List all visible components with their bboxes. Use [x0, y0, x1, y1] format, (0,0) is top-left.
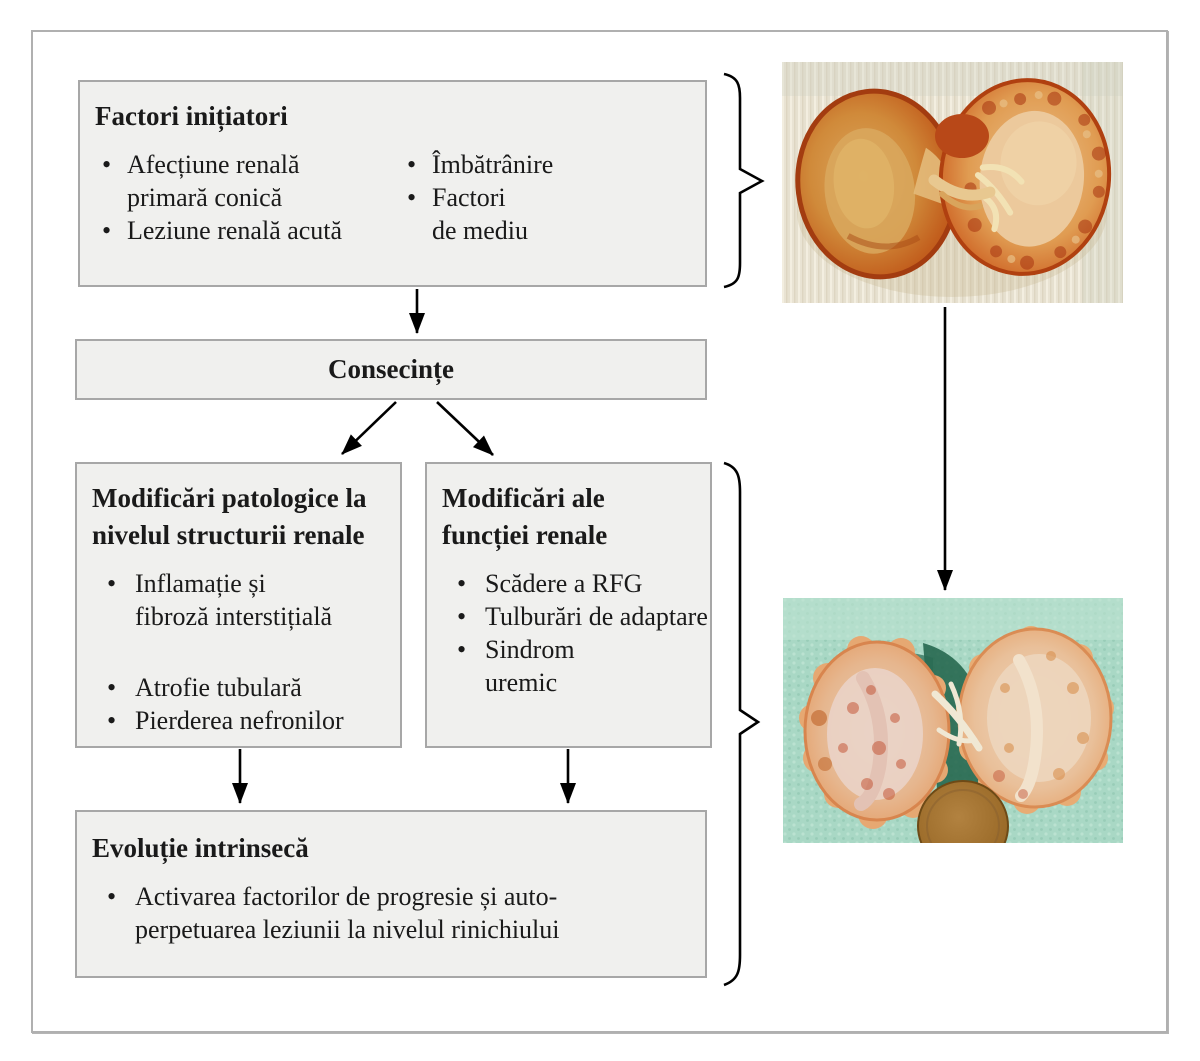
list-item: • Activarea factorilor de progresie și au… [77, 880, 705, 946]
list-item-text: Sindrom uremic [485, 635, 575, 697]
list-item: • Factori de mediu [407, 181, 705, 247]
bullet-marker: • [107, 706, 117, 735]
box-title-consecinte: Consecințe [328, 354, 454, 384]
list-item-text: Scădere a RFG [485, 569, 643, 598]
bullet-marker: • [102, 216, 112, 245]
box-modificari-structurale: Modificări patologice la nivelul structu… [75, 462, 402, 748]
list-item: • Pierderea nefronilor [77, 704, 400, 737]
list-item: • Îmbătrânire [407, 148, 705, 181]
hilum-tissue [935, 114, 989, 158]
list-item-text: Afecțiune renală primară conică [127, 150, 300, 212]
kidney-left-atrophic [799, 636, 951, 829]
list-item-text: Pierderea nefronilor [135, 706, 344, 735]
coin [917, 780, 1009, 843]
box-consecinte: Consecințe [75, 339, 707, 400]
initiators-column-2: • Îmbătrânire • Factori de mediu [407, 148, 705, 247]
list-item-text: Factori de mediu [432, 183, 529, 245]
bullet-marker: • [407, 150, 417, 179]
kidney-left-half [795, 88, 959, 280]
box-factori-initiatori: Factori inițiatori • Afecțiune renală pri… [78, 80, 707, 287]
list-item: • Inflamație și fibroză interstițială [77, 567, 400, 633]
structural-bullet-list: • Inflamație și fibroză interstițială • At… [77, 567, 400, 737]
list-item-text: Atrofie tubulară [135, 673, 302, 702]
list-item-text: Îmbătrânire [432, 150, 554, 179]
bullet-marker: • [107, 569, 117, 598]
kidney-photo-bottom [783, 598, 1123, 843]
list-item: • Scădere a RFG [427, 567, 710, 600]
functional-bullet-list: • Scădere a RFG • Tulburări de adaptare • S… [427, 567, 710, 699]
kidney-right-atrophic [956, 626, 1114, 814]
box-title-modificari-functionale: Modificări ale funcției renale [442, 483, 608, 550]
list-item: • Afecțiune renală primară conică [80, 148, 407, 214]
list-item-text: Activarea factorilor de progresie și aut… [135, 882, 560, 944]
box-title-modificari-structurale: Modificări patologice la nivelul structu… [92, 483, 367, 550]
list-item: • Tulburări de adaptare [427, 600, 710, 633]
kidney-photo-top [782, 62, 1123, 303]
list-item: • Leziune renală acută [80, 214, 407, 247]
list-item-text: Inflamație și fibroză interstițială [135, 569, 333, 631]
evolution-bullet-list: • Activarea factorilor de progresie și au… [77, 880, 705, 946]
bullet-marker: • [107, 673, 117, 702]
box-modificari-functionale: Modificări ale funcției renale • Scădere … [425, 462, 712, 748]
bullet-marker: • [102, 150, 112, 179]
box-title-evolutie-intrinseca: Evoluție intrinsecă [92, 833, 309, 863]
bullet-marker: • [457, 635, 467, 664]
bullet-marker: • [457, 569, 467, 598]
bullet-marker: • [107, 882, 117, 911]
hilar-vessels [931, 681, 983, 752]
initiators-columns: • Afecțiune renală primară conică • Leziun… [80, 148, 705, 247]
bullet-marker: • [407, 183, 417, 212]
box-evolutie-intrinseca: Evoluție intrinsecă • Activarea factorilo… [75, 810, 707, 978]
initiators-column-1: • Afecțiune renală primară conică • Leziun… [80, 148, 407, 247]
list-item: • Atrofie tubulară [77, 671, 400, 704]
list-item-text: Leziune renală acută [127, 216, 343, 245]
bullet-marker: • [457, 602, 467, 631]
box-title-factori-initiatori: Factori inițiatori [95, 101, 288, 131]
list-item-text: Tulburări de adaptare [485, 602, 708, 631]
list-item: • Sindrom uremic [427, 633, 710, 699]
